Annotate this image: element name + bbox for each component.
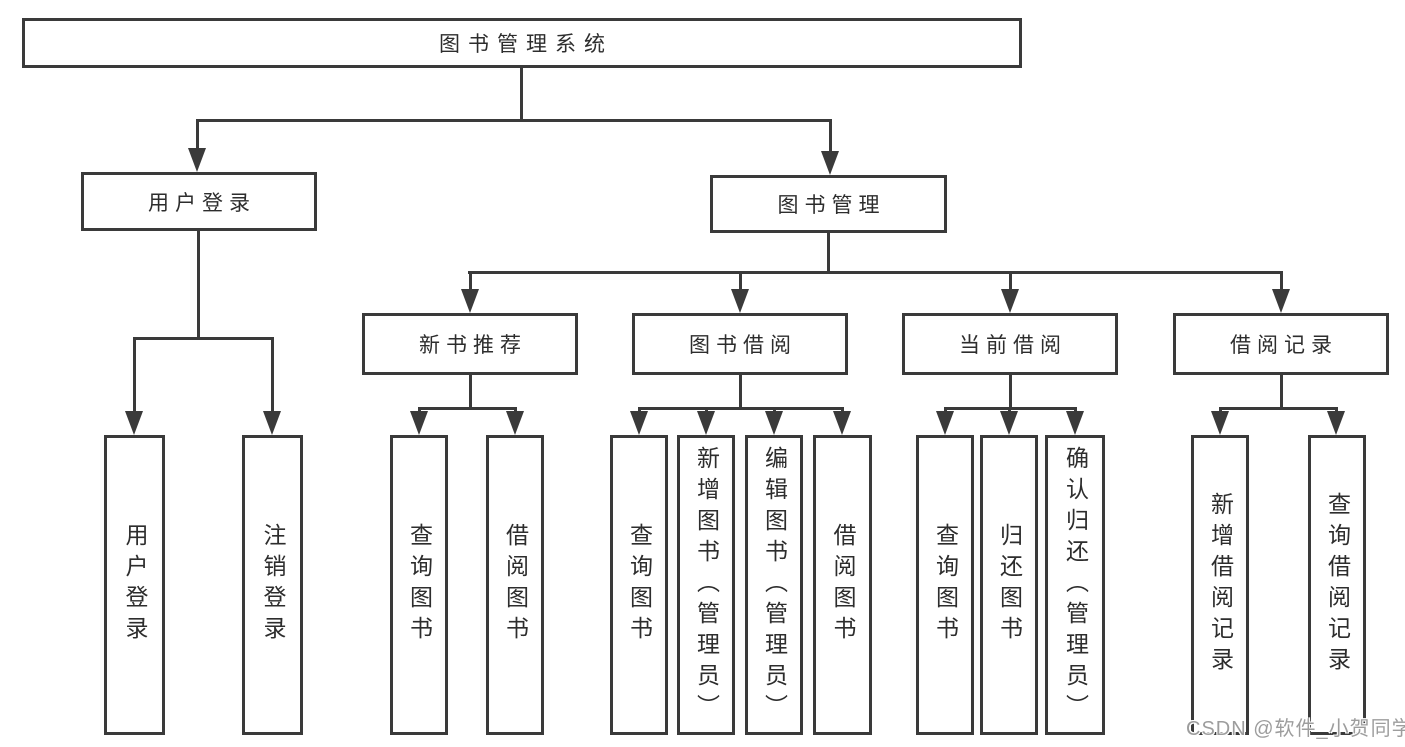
connector-line: [1009, 271, 1012, 293]
leaf-query-book-borrow: 查询图书: [610, 435, 668, 735]
leaf-add-book-admin: 新增图书（管理员）: [677, 435, 735, 735]
node-label: 编辑图书（管理员）: [761, 445, 788, 725]
leaf-logout: 注销登录: [242, 435, 303, 735]
watermark: CSDN @软件_小贺同学: [1186, 718, 1405, 740]
leaf-query-book-recommend: 查询图书: [390, 435, 448, 735]
node-current-borrow: 当前借阅: [902, 313, 1118, 375]
node-book-borrow: 图书借阅: [632, 313, 848, 375]
node-label: 查询图书: [406, 523, 433, 647]
connector-line: [468, 271, 1283, 274]
connector-line: [271, 337, 274, 415]
arrow-down-icon: [697, 411, 715, 435]
arrow-down-icon: [410, 411, 428, 435]
node-label: 新书推荐: [419, 334, 527, 357]
leaf-query-borrow-record: 查询借阅记录: [1308, 435, 1366, 735]
connector-line: [1280, 271, 1283, 293]
connector-line: [133, 337, 136, 415]
node-new-book-recommend: 新书推荐: [362, 313, 578, 375]
connector-line: [638, 407, 843, 410]
arrow-down-icon: [1066, 411, 1084, 435]
connector-line: [469, 271, 472, 293]
node-label: 确认归还（管理员）: [1062, 445, 1089, 725]
arrow-down-icon: [506, 411, 524, 435]
node-label: 新增借阅记录: [1207, 492, 1234, 678]
arrow-down-icon: [1272, 289, 1290, 313]
node-label: 图书管理: [777, 194, 886, 217]
arrow-down-icon: [188, 148, 206, 172]
connector-line: [196, 119, 199, 152]
leaf-borrow-book: 借阅图书: [813, 435, 872, 735]
connector-line: [739, 271, 742, 293]
connector-line: [133, 337, 274, 340]
node-label: 查询图书: [626, 523, 653, 647]
leaf-edit-book-admin: 编辑图书（管理员）: [745, 435, 803, 735]
leaf-add-borrow-record: 新增借阅记录: [1191, 435, 1249, 735]
node-label: 借阅记录: [1230, 334, 1338, 357]
connector-line: [827, 233, 830, 274]
connector-line: [1280, 375, 1283, 410]
connector-line: [1009, 375, 1012, 410]
connector-line: [418, 407, 516, 410]
connector-line: [739, 375, 742, 410]
connector-line: [197, 231, 200, 340]
leaf-confirm-return-admin: 确认归还（管理员）: [1045, 435, 1105, 735]
arrow-down-icon: [1001, 289, 1019, 313]
arrow-down-icon: [833, 411, 851, 435]
arrow-down-icon: [1327, 411, 1345, 435]
arrow-down-icon: [461, 289, 479, 313]
connector-line: [829, 119, 832, 155]
arrow-down-icon: [630, 411, 648, 435]
arrow-down-icon: [125, 411, 143, 435]
arrow-down-icon: [731, 289, 749, 313]
arrow-down-icon: [263, 411, 281, 435]
node-label: 归还图书: [996, 523, 1023, 647]
node-label: 新增图书（管理员）: [693, 445, 720, 725]
node-label: 用户登录: [122, 523, 148, 647]
node-user-login: 用户登录: [81, 172, 317, 231]
arrow-down-icon: [821, 151, 839, 175]
connector-line: [196, 119, 832, 122]
node-label: 借阅图书: [830, 523, 856, 647]
connector-line: [1219, 407, 1337, 410]
node-library-management-system: 图书管理系统: [22, 18, 1022, 68]
connector-line: [469, 375, 472, 410]
arrow-down-icon: [1000, 411, 1018, 435]
node-label: 查询图书: [932, 523, 959, 647]
leaf-query-book-current: 查询图书: [916, 435, 974, 735]
connector-line: [520, 68, 523, 120]
leaf-borrow-book-recommend: 借阅图书: [486, 435, 544, 735]
node-label: 注销登录: [260, 523, 286, 647]
arrow-down-icon: [1211, 411, 1229, 435]
arrow-down-icon: [936, 411, 954, 435]
node-book-management: 图书管理: [710, 175, 947, 233]
node-label: 当前借阅: [959, 334, 1067, 357]
node-label: 查询借阅记录: [1324, 492, 1351, 678]
node-label: 借阅图书: [502, 523, 529, 647]
node-label: 图书管理系统: [439, 33, 613, 56]
arrow-down-icon: [765, 411, 783, 435]
node-borrow-record: 借阅记录: [1173, 313, 1389, 375]
node-label: 用户登录: [148, 191, 256, 215]
leaf-return-book: 归还图书: [980, 435, 1038, 735]
leaf-user-login: 用户登录: [104, 435, 165, 735]
node-label: 图书借阅: [689, 334, 797, 357]
